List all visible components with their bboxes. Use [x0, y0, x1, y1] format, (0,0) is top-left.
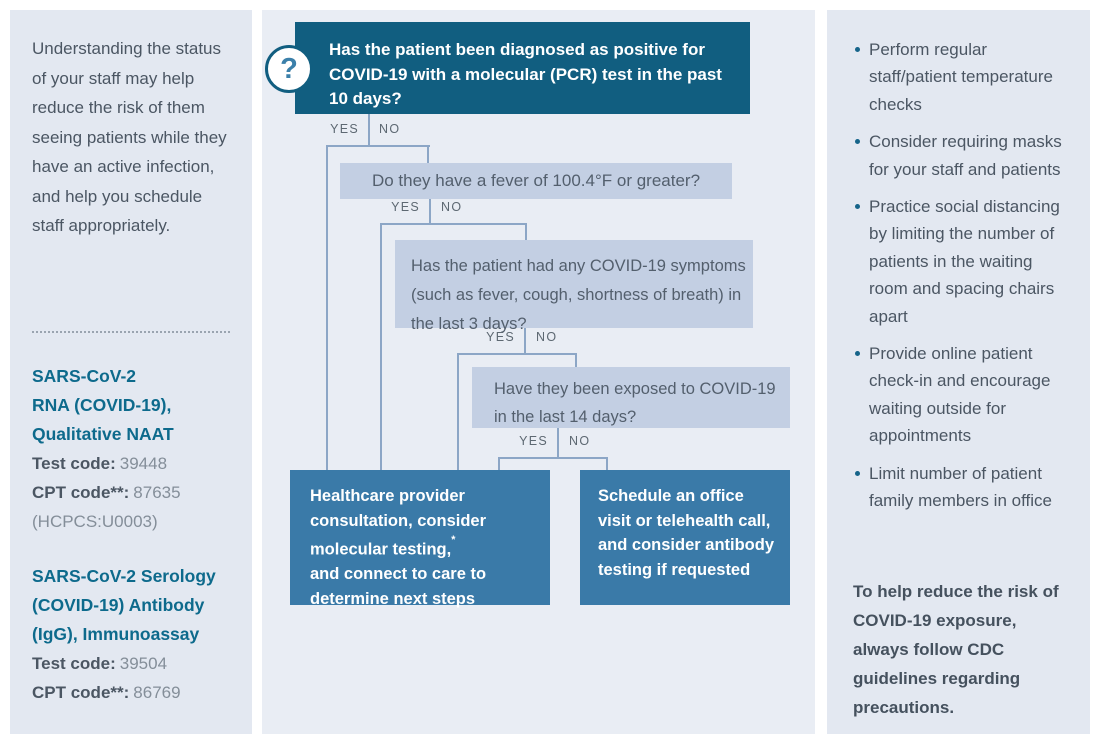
flowchart-question-2: Do they have a fever of 100.4°F or great…	[340, 163, 732, 199]
bullet-icon	[853, 460, 869, 515]
no-label: NO	[441, 200, 463, 214]
connector-line	[380, 223, 527, 225]
connector-line	[498, 457, 500, 470]
connector-line	[575, 353, 577, 368]
yes-label: YES	[519, 434, 548, 448]
dotted-divider	[32, 331, 230, 333]
precautions-list: Perform regular staff/patient temperatur…	[853, 36, 1071, 525]
connector-line	[457, 353, 577, 355]
outcome-text: Healthcare provider consultation, consid…	[310, 487, 487, 559]
test-name: SARS-CoV-2 Serology (COVID-19) Antibody …	[32, 566, 216, 644]
precaution-text: Perform regular staff/patient temperatur…	[869, 40, 1053, 114]
connector-line	[498, 457, 608, 459]
connector-line	[368, 114, 370, 145]
connector-line	[326, 145, 328, 470]
bullet-icon	[853, 193, 869, 330]
cpt-code-label: CPT code**:	[32, 483, 130, 502]
outcome-box-consultation: Healthcare provider consultation, consid…	[290, 470, 550, 608]
cpt-code-row: CPT code**:86769	[32, 678, 237, 707]
hcpcs-note: (HCPCS:U0003)	[32, 512, 158, 531]
test-block-serology: SARS-CoV-2 Serology (COVID-19) Antibody …	[32, 562, 237, 707]
connector-line	[606, 457, 608, 470]
list-item: Practice social distancing by limiting t…	[853, 193, 1071, 330]
bullet-icon	[853, 36, 869, 118]
connector-line	[427, 145, 429, 163]
test-code-label: Test code:	[32, 654, 116, 673]
test-codes-section: SARS-CoV-2 RNA (COVID-19), Qualitative N…	[32, 362, 237, 733]
connector-line	[557, 428, 559, 458]
connector-line	[326, 145, 430, 147]
intro-paragraph: Understanding the status of your staff m…	[32, 39, 227, 235]
test-code-row: Test code:39504	[32, 649, 237, 678]
test-code-value: 39504	[119, 654, 168, 673]
no-label: NO	[536, 330, 558, 344]
bullet-icon	[853, 128, 869, 183]
flowchart-panel: Has the patient been diagnosed as positi…	[262, 10, 815, 734]
yes-label: YES	[330, 122, 359, 136]
cpt-code-label: CPT code**:	[32, 683, 130, 702]
cpt-code-row: CPT code**:87635	[32, 478, 237, 507]
question-mark-icon: ?	[265, 45, 313, 93]
list-item: Consider requiring masks for your staff …	[853, 128, 1071, 183]
yes-label: YES	[486, 330, 515, 344]
cpt-code-value: 86769	[133, 683, 181, 702]
connector-line	[524, 328, 526, 354]
connector-line	[429, 199, 431, 224]
precaution-text: Limit number of patient family members i…	[869, 463, 1052, 511]
list-item: Limit number of patient family members i…	[853, 460, 1071, 515]
outcome-box-office-visit: Schedule an office visit or telehealth c…	[580, 470, 790, 605]
bullet-icon	[853, 340, 869, 450]
test-name: SARS-CoV-2 RNA (COVID-19), Qualitative N…	[32, 366, 174, 444]
precaution-text: Provide online patient check-in and enco…	[869, 344, 1051, 446]
no-label: NO	[569, 434, 591, 448]
flowchart-question-4: Have they been exposed to COVID-19 in th…	[472, 367, 790, 428]
cdc-guidelines-note: To help reduce the risk of COVID-19 expo…	[853, 582, 1059, 717]
no-label: NO	[379, 122, 401, 136]
flowchart-question-1: Has the patient been diagnosed as positi…	[295, 22, 750, 114]
outcome-text-continued: and connect to care to determine next st…	[310, 565, 487, 608]
left-info-panel: Understanding the status of your staff m…	[10, 10, 252, 734]
list-item: Provide online patient check-in and enco…	[853, 340, 1071, 450]
test-block-molecular: SARS-CoV-2 RNA (COVID-19), Qualitative N…	[32, 362, 237, 536]
footnote-asterisk: *	[451, 534, 456, 547]
flowchart-question-3: Has the patient had any COVID-19 symptom…	[395, 240, 753, 333]
test-code-value: 39448	[119, 454, 168, 473]
test-code-label: Test code:	[32, 454, 116, 473]
connector-line	[457, 353, 459, 470]
precaution-text: Consider requiring masks for your staff …	[869, 132, 1062, 179]
precaution-text: Practice social distancing by limiting t…	[869, 197, 1060, 326]
connector-line	[525, 223, 527, 241]
yes-label: YES	[391, 200, 420, 214]
list-item: Perform regular staff/patient temperatur…	[853, 36, 1071, 118]
precautions-panel: Perform regular staff/patient temperatur…	[827, 10, 1090, 734]
connector-line	[380, 223, 382, 470]
cpt-code-value: 87635	[133, 483, 181, 502]
test-code-row: Test code:39448	[32, 449, 237, 478]
